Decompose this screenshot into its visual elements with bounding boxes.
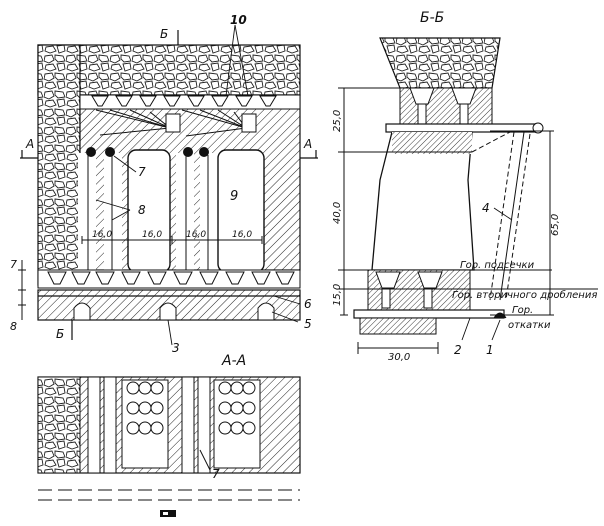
- label-4: 4: [482, 201, 490, 215]
- drill-fans: [95, 109, 247, 137]
- drill-chamber-left: [165, 113, 181, 133]
- aa-rises: [87, 376, 211, 474]
- chamber-left: [127, 149, 171, 273]
- dim-30: 30,0: [388, 352, 410, 363]
- rock-mass: [37, 44, 301, 96]
- dim-65: 65,0: [550, 214, 561, 236]
- label-1: 1: [486, 343, 494, 357]
- lower-plate-bb: [353, 309, 505, 319]
- label-5: 5: [304, 317, 312, 331]
- dim-plan-2: 16,0: [142, 230, 162, 240]
- label-6: 6: [304, 297, 312, 311]
- dim-ticks-plan: [81, 236, 263, 244]
- dim-axes-bb: [340, 87, 554, 354]
- title-aa: А-А: [221, 353, 246, 369]
- cut-b-top: Б: [160, 27, 168, 41]
- upper-funnels: [91, 95, 277, 107]
- dim-left-ticks: [18, 269, 26, 306]
- level-secondary: Гор. вторичного дробления: [452, 289, 597, 301]
- label-8-left: 8: [10, 320, 17, 333]
- label-9: 9: [230, 189, 238, 204]
- dim-plan-1: 16,0: [92, 230, 112, 240]
- label-aa-7: 7: [212, 467, 220, 481]
- label-7: 7: [138, 165, 146, 179]
- rock-cap: [379, 37, 501, 89]
- ore-pass-bb: [471, 131, 531, 301]
- cut-b-bottom: Б: [56, 327, 64, 341]
- plan-view: [18, 24, 318, 346]
- aa-leader: [199, 449, 211, 471]
- level-lines-bb: [338, 87, 598, 316]
- lower-funnels: [47, 271, 295, 285]
- label-3: 3: [172, 341, 180, 355]
- label-7-left: 7: [10, 258, 17, 271]
- label-2: 2: [454, 343, 462, 357]
- base-bb: [359, 317, 437, 335]
- level-haulage-2: откатки: [508, 320, 551, 331]
- dim-plan-3: 16,0: [186, 230, 206, 240]
- aa-rock: [37, 376, 81, 474]
- chamber-right: [217, 149, 265, 273]
- rock-mass-left: [37, 44, 81, 286]
- dim-40: 40,0: [332, 202, 343, 224]
- title-bb: Б-Б: [420, 10, 444, 26]
- aa-hole-groups: [126, 381, 256, 435]
- level-undercut: Гор. подсечки: [460, 260, 535, 271]
- lower-chutes-bb: [375, 271, 443, 309]
- dim-25: 25,0: [332, 110, 343, 132]
- label-8: 8: [138, 203, 146, 217]
- section-bb: [338, 37, 598, 354]
- leader-lines: [95, 24, 301, 346]
- aa-base-lines: [38, 489, 300, 501]
- section-marks: [20, 30, 318, 340]
- level-haulage-1: Гор.: [512, 305, 533, 316]
- haulage-drifts: [73, 302, 275, 321]
- drill-chamber-right: [241, 113, 257, 133]
- upper-chutes-bb: [409, 87, 477, 125]
- cut-a-right: А: [303, 137, 312, 151]
- section-aa: [37, 376, 301, 517]
- label-10: 10: [230, 13, 247, 27]
- dim-15: 15,0: [332, 284, 343, 306]
- dim-plan-4: 16,0: [232, 230, 252, 240]
- cut-a-left: А: [25, 137, 34, 151]
- undercut-hatch-bb: [392, 132, 472, 154]
- leaders-bb: [461, 207, 513, 341]
